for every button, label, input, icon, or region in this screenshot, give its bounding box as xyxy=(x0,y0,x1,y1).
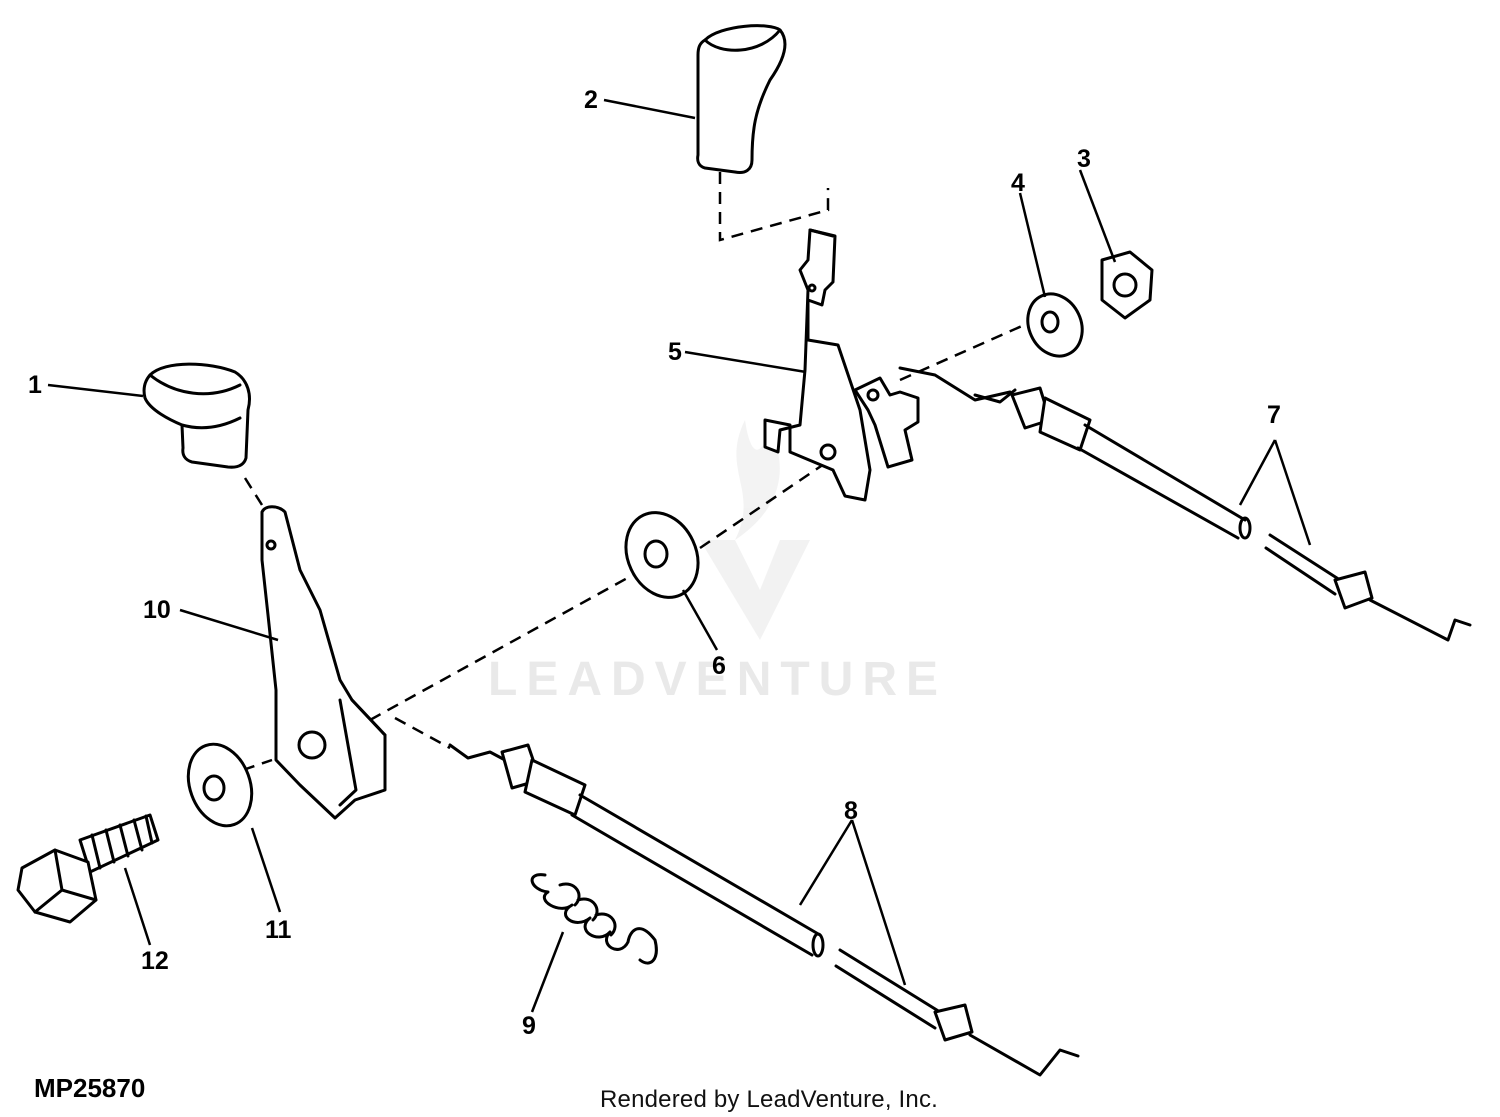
figure-code: MP25870 xyxy=(34,1073,146,1103)
callout-12: 12 xyxy=(141,947,169,975)
bolt-part xyxy=(16,813,160,924)
cable-upper-part xyxy=(973,386,1472,642)
lever-upper-part xyxy=(763,228,1012,502)
knob-left-part xyxy=(142,362,251,469)
washer-small-part xyxy=(1026,292,1084,358)
washer-lower-part xyxy=(186,742,254,828)
washer-middle-part xyxy=(624,511,700,599)
callout-10: 10 xyxy=(143,596,171,624)
cable-lower-part xyxy=(448,743,1080,1077)
leader-lines xyxy=(47,98,1312,1013)
hex-nut-part xyxy=(1100,250,1154,320)
watermark-text: LEADVENTURE xyxy=(488,653,948,706)
callout-6: 6 xyxy=(712,652,726,680)
callout-11: 11 xyxy=(265,916,292,944)
callout-7: 7 xyxy=(1267,401,1281,429)
callout-8: 8 xyxy=(844,797,858,825)
lever-lower-part xyxy=(260,505,387,820)
render-credit: Rendered by LeadVenture, Inc. xyxy=(600,1086,939,1113)
callout-5: 5 xyxy=(668,338,682,366)
callout-1: 1 xyxy=(28,371,42,399)
spring-part xyxy=(530,873,658,965)
assembly-lines xyxy=(242,172,1041,772)
watermark-logo xyxy=(700,420,810,640)
callout-4: 4 xyxy=(1011,169,1025,197)
callout-3: 3 xyxy=(1077,145,1091,173)
knob-upper-part xyxy=(696,24,787,174)
callout-9: 9 xyxy=(522,1012,536,1040)
callout-2: 2 xyxy=(584,86,598,114)
